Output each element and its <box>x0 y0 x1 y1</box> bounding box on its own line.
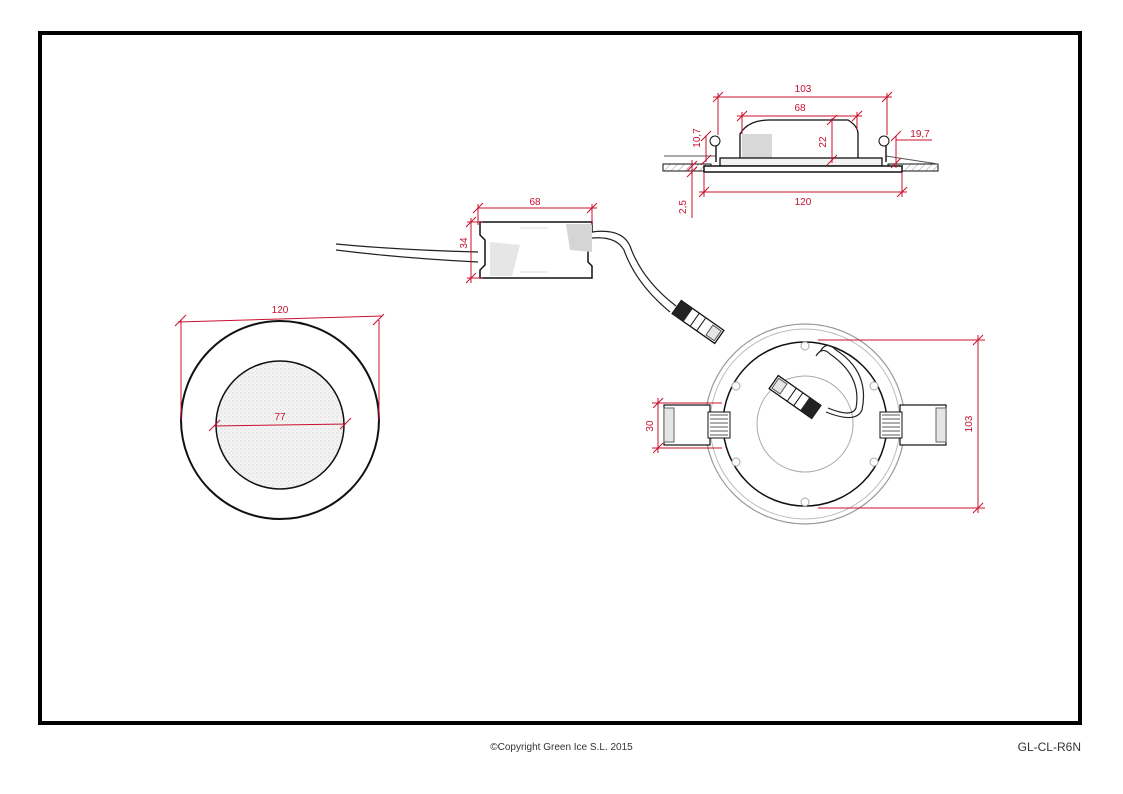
dim-side-top-width: 103 <box>795 84 812 95</box>
dim-side-driver-length: 68 <box>794 103 806 114</box>
back-clip-left <box>663 404 731 446</box>
front-view: 120 77 <box>174 305 385 520</box>
side-view: 103 68 22 10,7 19,7 120 2,5 <box>662 84 939 218</box>
dim-back-clip-width: 30 <box>645 420 656 432</box>
dim-side-total-width: 120 <box>795 197 812 208</box>
driver-connector <box>671 299 725 345</box>
dim-side-ceiling-offset: 19,7 <box>910 129 930 140</box>
back-clip-right <box>879 404 947 446</box>
back-connector <box>768 374 822 420</box>
dim-side-flange-thickness: 2,5 <box>678 200 689 214</box>
dim-side-spring-height: 10,7 <box>692 128 703 148</box>
drawing-border <box>38 31 1082 725</box>
back-housing <box>722 341 888 507</box>
dim-side-driver-height: 22 <box>818 136 829 148</box>
dim-driver-width: 34 <box>459 237 470 249</box>
driver-view: 68 34 <box>335 197 725 345</box>
dim-front-outer: 120 <box>272 305 289 316</box>
product-code: GL-CL-R6N <box>1017 740 1081 754</box>
dim-back-cutout: 103 <box>964 415 975 432</box>
dim-driver-length: 68 <box>529 197 541 208</box>
dim-front-inner: 77 <box>274 412 286 423</box>
back-view: 103 30 <box>645 323 985 525</box>
copyright-text: ©Copyright Green Ice S.L. 2015 <box>490 742 633 753</box>
side-flange <box>703 165 903 173</box>
side-housing <box>719 157 883 167</box>
